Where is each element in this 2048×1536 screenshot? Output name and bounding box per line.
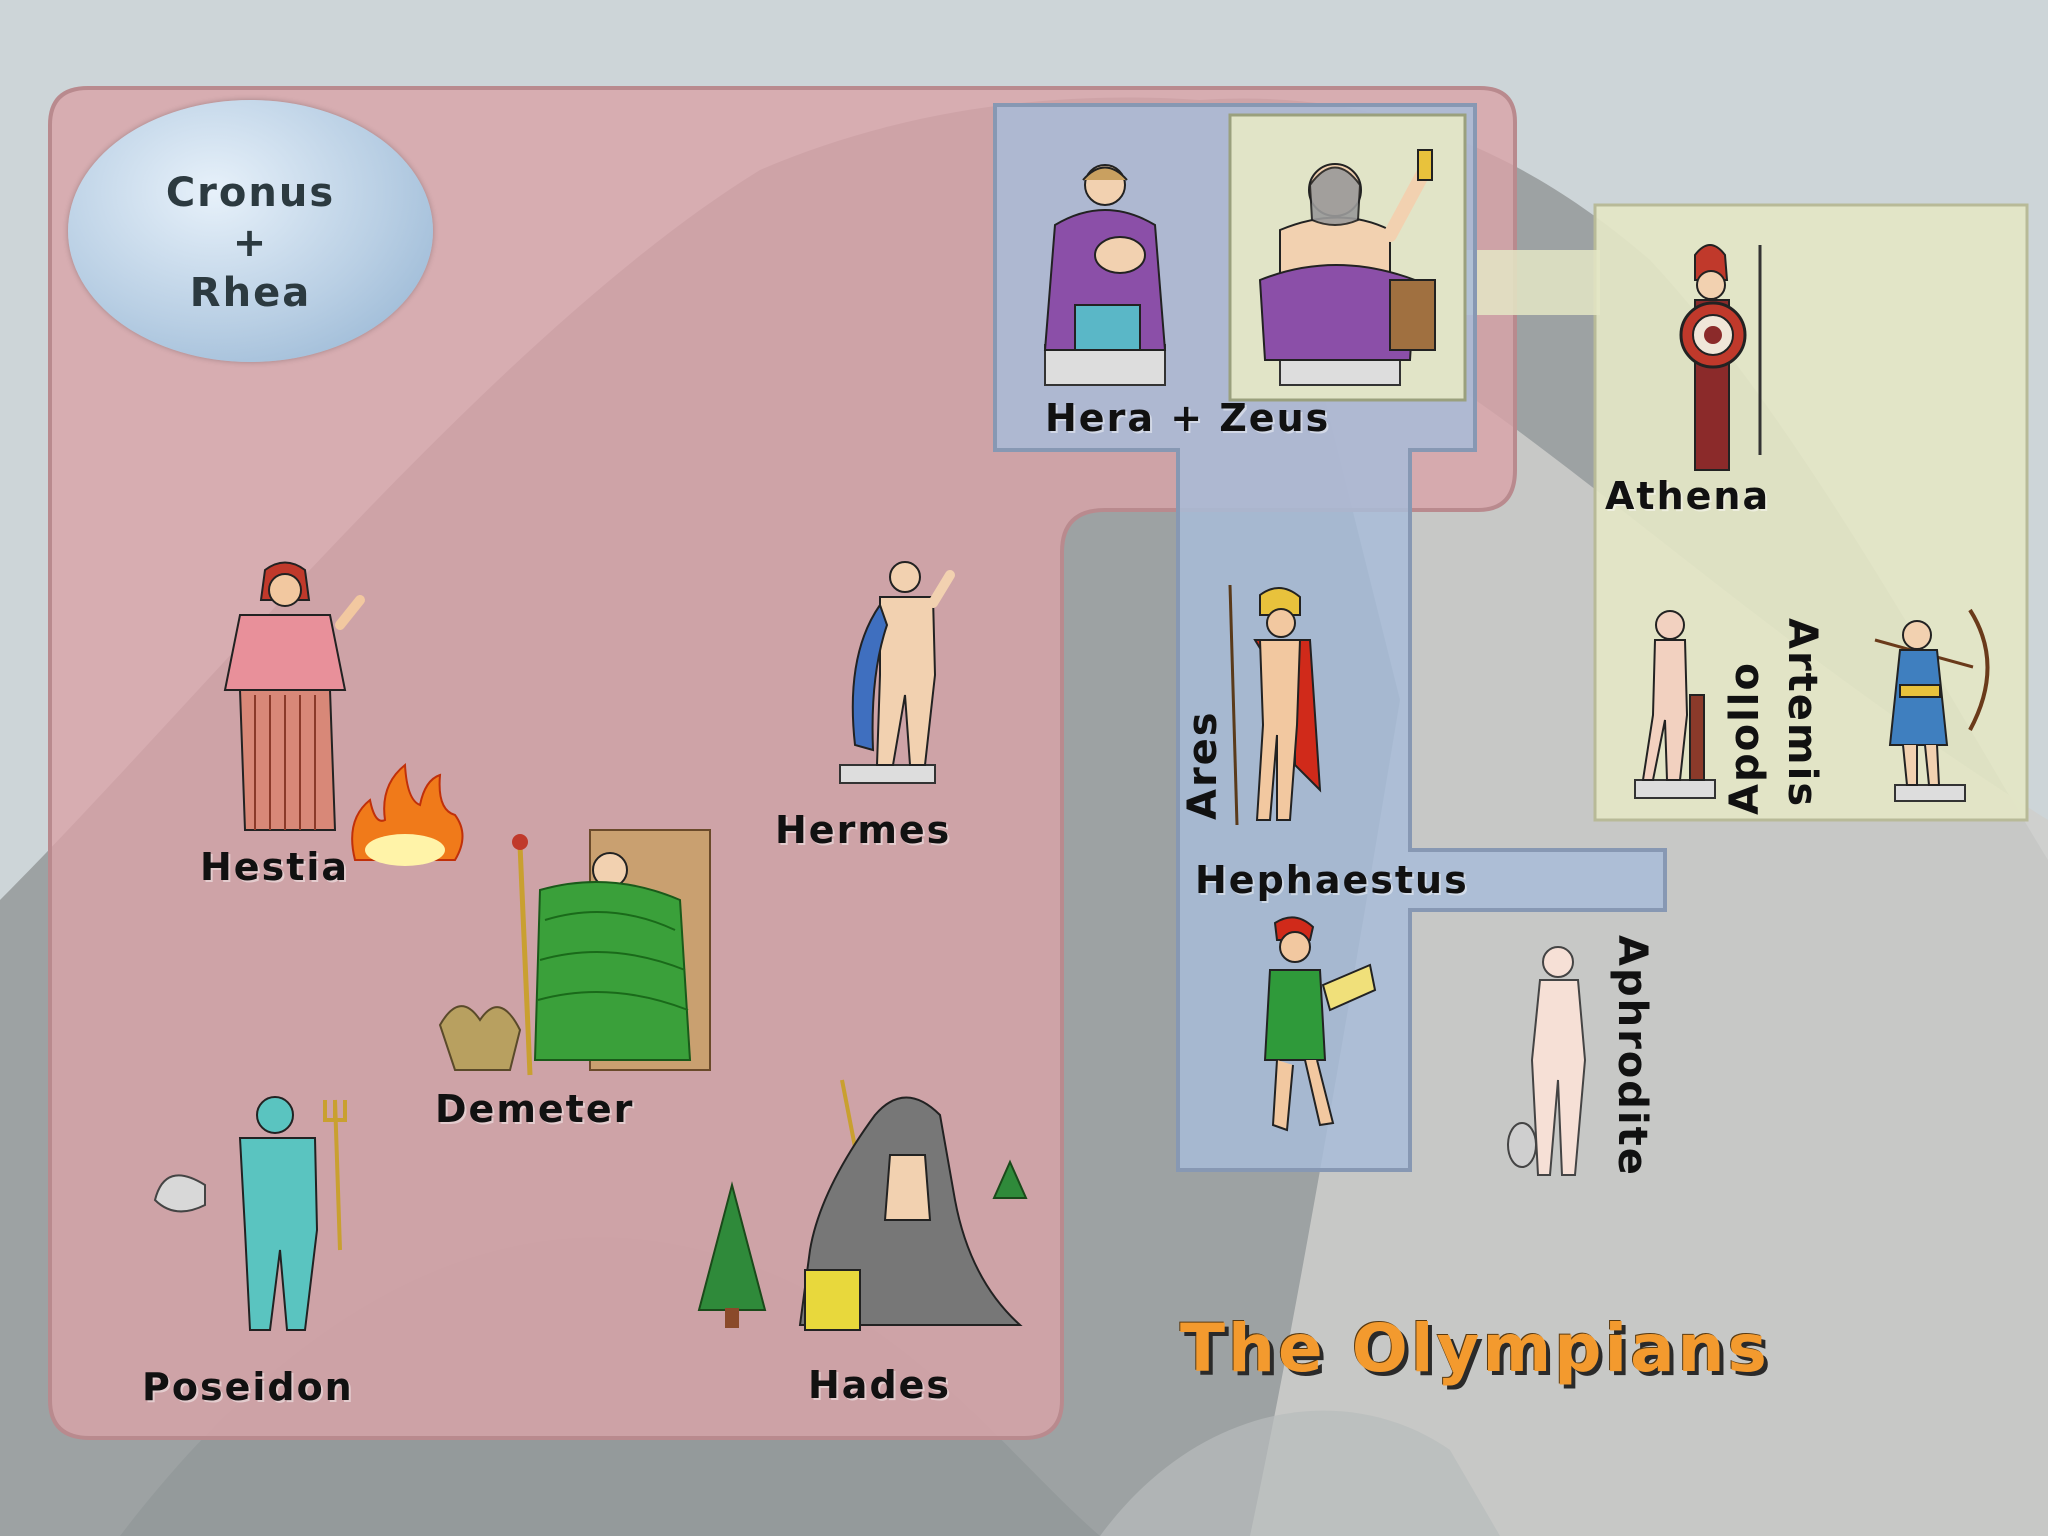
- cronus-rhea-oval: Cronus + Rhea: [68, 100, 433, 362]
- hades-label: Hades: [808, 1363, 952, 1407]
- apollo-figure: [1634, 610, 1716, 799]
- hera-zeus-label: Hera + Zeus: [1045, 396, 1331, 440]
- zeus-figure: [1258, 149, 1436, 386]
- ares-label: Ares: [1180, 710, 1226, 820]
- hestia-figure: [223, 561, 365, 831]
- athena-figure: [1679, 244, 1762, 471]
- aphrodite-figure: [1507, 946, 1587, 1176]
- ares-figure: [1228, 584, 1322, 826]
- cypress-tree-icon: [697, 1181, 767, 1328]
- demeter-figure: [438, 829, 711, 1076]
- parent-plus: +: [232, 220, 269, 266]
- parent-name-rhea: Rhea: [189, 270, 312, 316]
- hera-figure: [1043, 164, 1167, 386]
- parent-name-cronus: Cronus: [165, 170, 336, 216]
- poseidon-figure: [153, 1096, 347, 1331]
- hestia-label: Hestia: [200, 845, 350, 889]
- artemis-label: Artemis: [1779, 618, 1825, 809]
- aphrodite-label: Aphrodite: [1609, 935, 1655, 1177]
- hearth-flame-icon: [351, 763, 464, 866]
- small-tree-icon: [992, 1159, 1028, 1199]
- apollo-label: Apollo: [1722, 661, 1768, 815]
- diagram-title: The Olympians: [1180, 1310, 1770, 1387]
- demeter-label: Demeter: [435, 1087, 635, 1131]
- hephaestus-label: Hephaestus: [1195, 858, 1469, 902]
- hades-figure: [798, 1079, 1023, 1331]
- hermes-label: Hermes: [775, 808, 952, 852]
- poseidon-label: Poseidon: [142, 1365, 354, 1409]
- hephaestus-figure: [1263, 916, 1377, 1132]
- hermes-figure: [839, 561, 955, 784]
- artemis-figure: [1874, 608, 1990, 802]
- athena-label: Athena: [1605, 474, 1771, 518]
